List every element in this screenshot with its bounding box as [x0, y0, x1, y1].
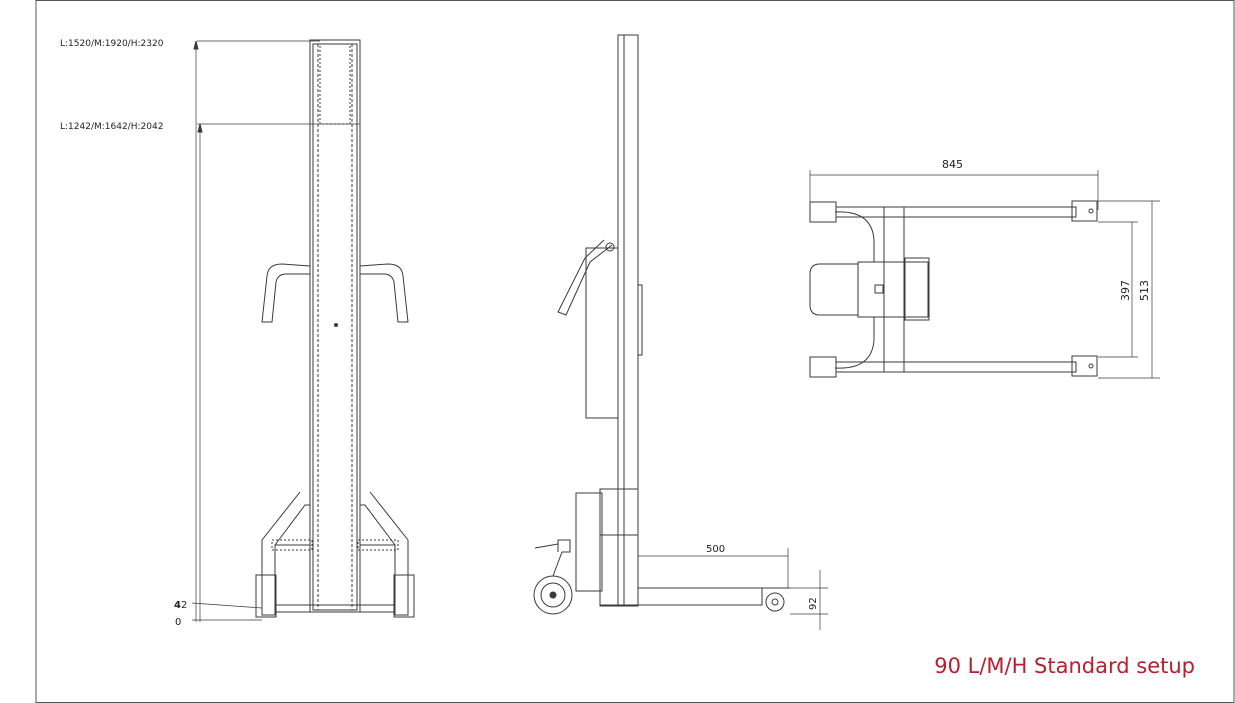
- side-motor: [575, 492, 603, 592]
- top-fork-lower-axle: [1088, 363, 1094, 369]
- leg-right: [360, 491, 409, 616]
- arrow-top-icon: [193, 40, 199, 50]
- top-carriage: [857, 261, 929, 318]
- side-rear-wheel-hub: [549, 591, 557, 599]
- dim-label-low-b: 2: [181, 600, 187, 611]
- top-view: [809, 170, 1160, 379]
- sheet-border: [35, 0, 1235, 703]
- top-fork-lower: [835, 361, 1077, 373]
- dim-label-low-a: 4: [174, 600, 181, 611]
- dim-label-width: 845: [942, 158, 963, 171]
- top-handle-upper: [834, 211, 875, 262]
- top-button: [874, 284, 884, 294]
- side-brake-lever: [534, 543, 559, 549]
- dim-label-mid: L:1242/M:1642/H:2042: [60, 122, 163, 132]
- dim-label-fork-height: 92: [808, 597, 819, 610]
- top-handle-lower: [834, 317, 875, 369]
- base-plate-left: [271, 539, 313, 551]
- top-fork-upper-axle: [1088, 208, 1094, 214]
- handle-left: [261, 263, 311, 323]
- handle-right: [359, 263, 409, 323]
- base-plate-right: [357, 539, 399, 551]
- side-pivot: [605, 242, 615, 252]
- top-caster-upper: [809, 201, 837, 223]
- top-fork-lower-wheel: [1071, 355, 1098, 377]
- drawing-caption: 90 L/M/H Standard setup: [934, 654, 1195, 678]
- side-guide: [637, 284, 643, 356]
- top-caster-lower: [809, 356, 837, 378]
- dim-label-reach: 500: [706, 544, 725, 555]
- dim-label-zero: 0: [175, 617, 181, 628]
- dim-label-top: L:1520/M:1920/H:2320: [60, 39, 164, 49]
- arrow-mid-icon: [197, 123, 203, 133]
- side-handle: [557, 239, 613, 316]
- wheel-left: [255, 574, 277, 618]
- dim-label-outer: 513: [1138, 280, 1151, 301]
- top-motor: [904, 257, 930, 321]
- top-fork-upper: [835, 206, 1077, 218]
- side-caster-arm: [552, 539, 571, 577]
- dim-label-inner: 397: [1119, 280, 1132, 301]
- side-front-wheel: [765, 592, 785, 612]
- side-fork: [600, 587, 763, 606]
- top-rear-loop: [809, 263, 858, 316]
- wheel-right: [393, 574, 415, 618]
- dim-line-low: [191, 602, 263, 609]
- side-front-wheel-hub: [771, 598, 779, 606]
- top-mast: [883, 206, 905, 373]
- side-view: [533, 34, 828, 630]
- side-base-block: [599, 488, 639, 607]
- front-view: [191, 39, 415, 622]
- top-fork-upper-wheel: [1071, 200, 1098, 222]
- leg-left: [261, 491, 310, 616]
- carriage-plate: [319, 43, 351, 125]
- side-rear-wheel-inner: [540, 582, 566, 608]
- side-carriage: [585, 247, 619, 419]
- side-mast: [617, 34, 639, 606]
- mast-inner: [312, 43, 358, 611]
- mast-bolt: [334, 323, 338, 327]
